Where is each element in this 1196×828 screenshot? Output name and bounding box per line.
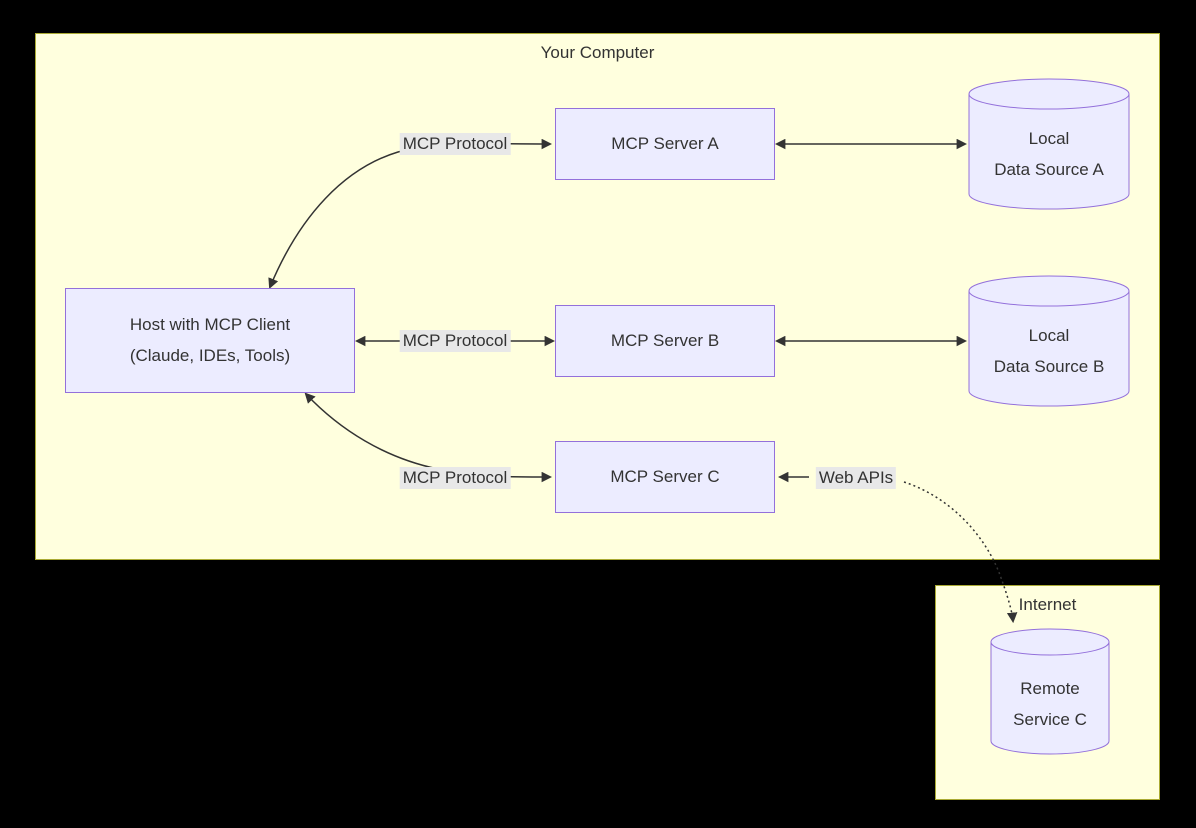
internet-container: Internet bbox=[935, 585, 1160, 800]
remote-c-label-line1: Remote bbox=[1020, 679, 1080, 698]
your-computer-title: Your Computer bbox=[540, 43, 655, 62]
edge-webapis-remote-c bbox=[903, 481, 1018, 624]
node-mcp-server-c: MCP Server C bbox=[555, 441, 775, 513]
server-c-label: MCP Server C bbox=[610, 466, 720, 486]
edge-host-server-a bbox=[268, 138, 553, 289]
database-cylinder-icon bbox=[990, 628, 1110, 755]
node-local-data-source-a: Local Data Source A bbox=[968, 78, 1130, 210]
source-a-label-line2: Data Source A bbox=[994, 159, 1104, 179]
server-a-label: MCP Server A bbox=[611, 133, 719, 153]
internet-title: Internet bbox=[1018, 595, 1077, 614]
source-b-label-line2: Data Source B bbox=[993, 356, 1105, 376]
remote-c-label-line2: Service C bbox=[1013, 709, 1087, 729]
edge-label-mcp-protocol-c: MCP Protocol bbox=[399, 467, 511, 489]
edge-label-web-apis: Web APIs bbox=[815, 467, 897, 489]
remote-c-label: Remote Service C bbox=[990, 674, 1110, 735]
node-host-with-mcp-client: Host with MCP Client (Claude, IDEs, Tool… bbox=[65, 288, 355, 393]
node-local-data-source-b: Local Data Source B bbox=[968, 275, 1130, 407]
edge-label-mcp-protocol-a: MCP Protocol bbox=[399, 133, 511, 155]
host-label-line1: Host with MCP Client bbox=[129, 314, 291, 334]
source-b-label: Local Data Source B bbox=[968, 321, 1130, 382]
source-a-label-line1: Local bbox=[1028, 129, 1070, 148]
source-a-label: Local Data Source A bbox=[968, 124, 1130, 185]
node-mcp-server-b: MCP Server B bbox=[555, 305, 775, 377]
edge-host-server-c bbox=[304, 392, 553, 483]
node-mcp-server-a: MCP Server A bbox=[555, 108, 775, 180]
edge-label-mcp-protocol-b: MCP Protocol bbox=[399, 330, 511, 352]
node-remote-service-c: Remote Service C bbox=[990, 628, 1110, 755]
host-label-line2: (Claude, IDEs, Tools) bbox=[129, 345, 291, 365]
database-cylinder-icon bbox=[968, 78, 1130, 210]
source-b-label-line1: Local bbox=[1028, 326, 1070, 345]
database-cylinder-icon bbox=[968, 275, 1130, 407]
server-b-label: MCP Server B bbox=[610, 330, 720, 350]
